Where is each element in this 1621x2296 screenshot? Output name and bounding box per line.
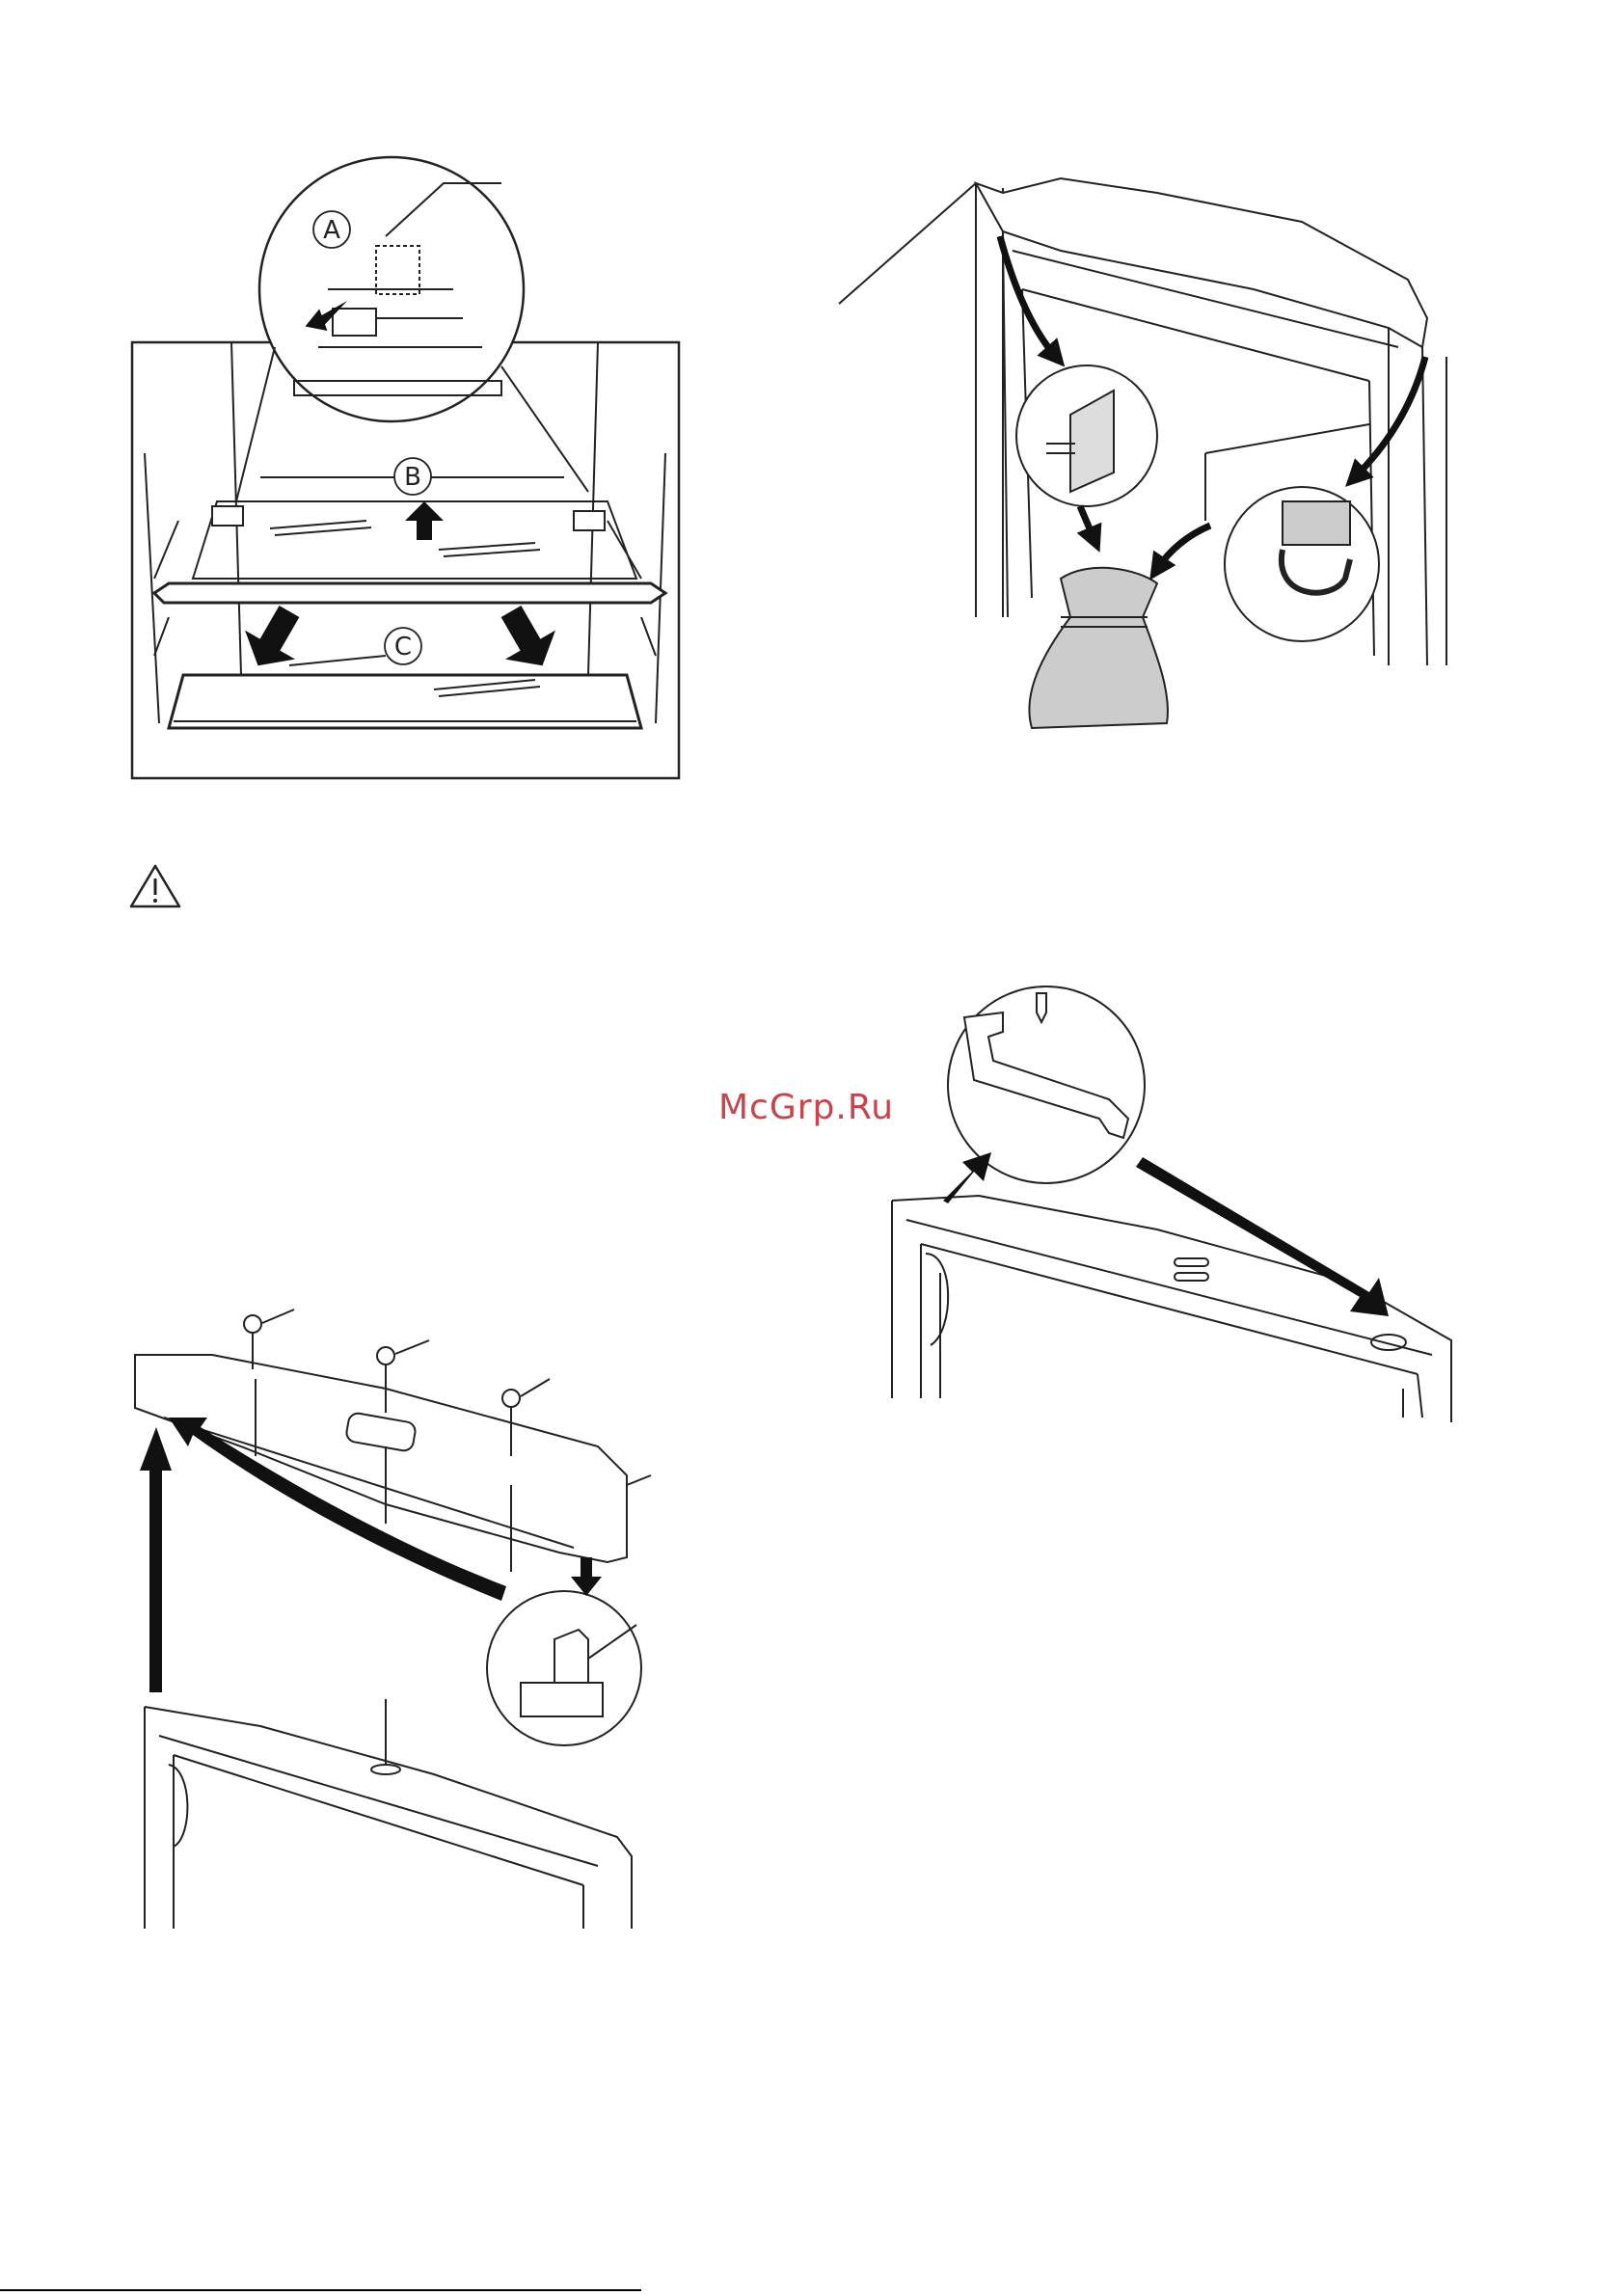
callout-a: A bbox=[323, 216, 340, 245]
warning-triangle-icon bbox=[131, 866, 179, 906]
figure-hinge-bag bbox=[839, 178, 1446, 728]
watermark: McGrp.Ru bbox=[718, 1088, 894, 1127]
screw-icon-1 bbox=[244, 1310, 294, 1369]
callout-b: B bbox=[404, 463, 421, 492]
arrow-down-right bbox=[486, 597, 567, 680]
arrow-up bbox=[140, 1427, 172, 1692]
arrow-long bbox=[1136, 1157, 1389, 1316]
figure-door-bracket bbox=[892, 986, 1451, 1422]
footer-rule bbox=[0, 2289, 641, 2291]
callout-c: C bbox=[394, 633, 412, 662]
arrow-down-left bbox=[233, 597, 314, 680]
figure-top-cover bbox=[135, 1310, 651, 1929]
arrow-up bbox=[405, 501, 444, 540]
arrow-down bbox=[571, 1557, 602, 1596]
